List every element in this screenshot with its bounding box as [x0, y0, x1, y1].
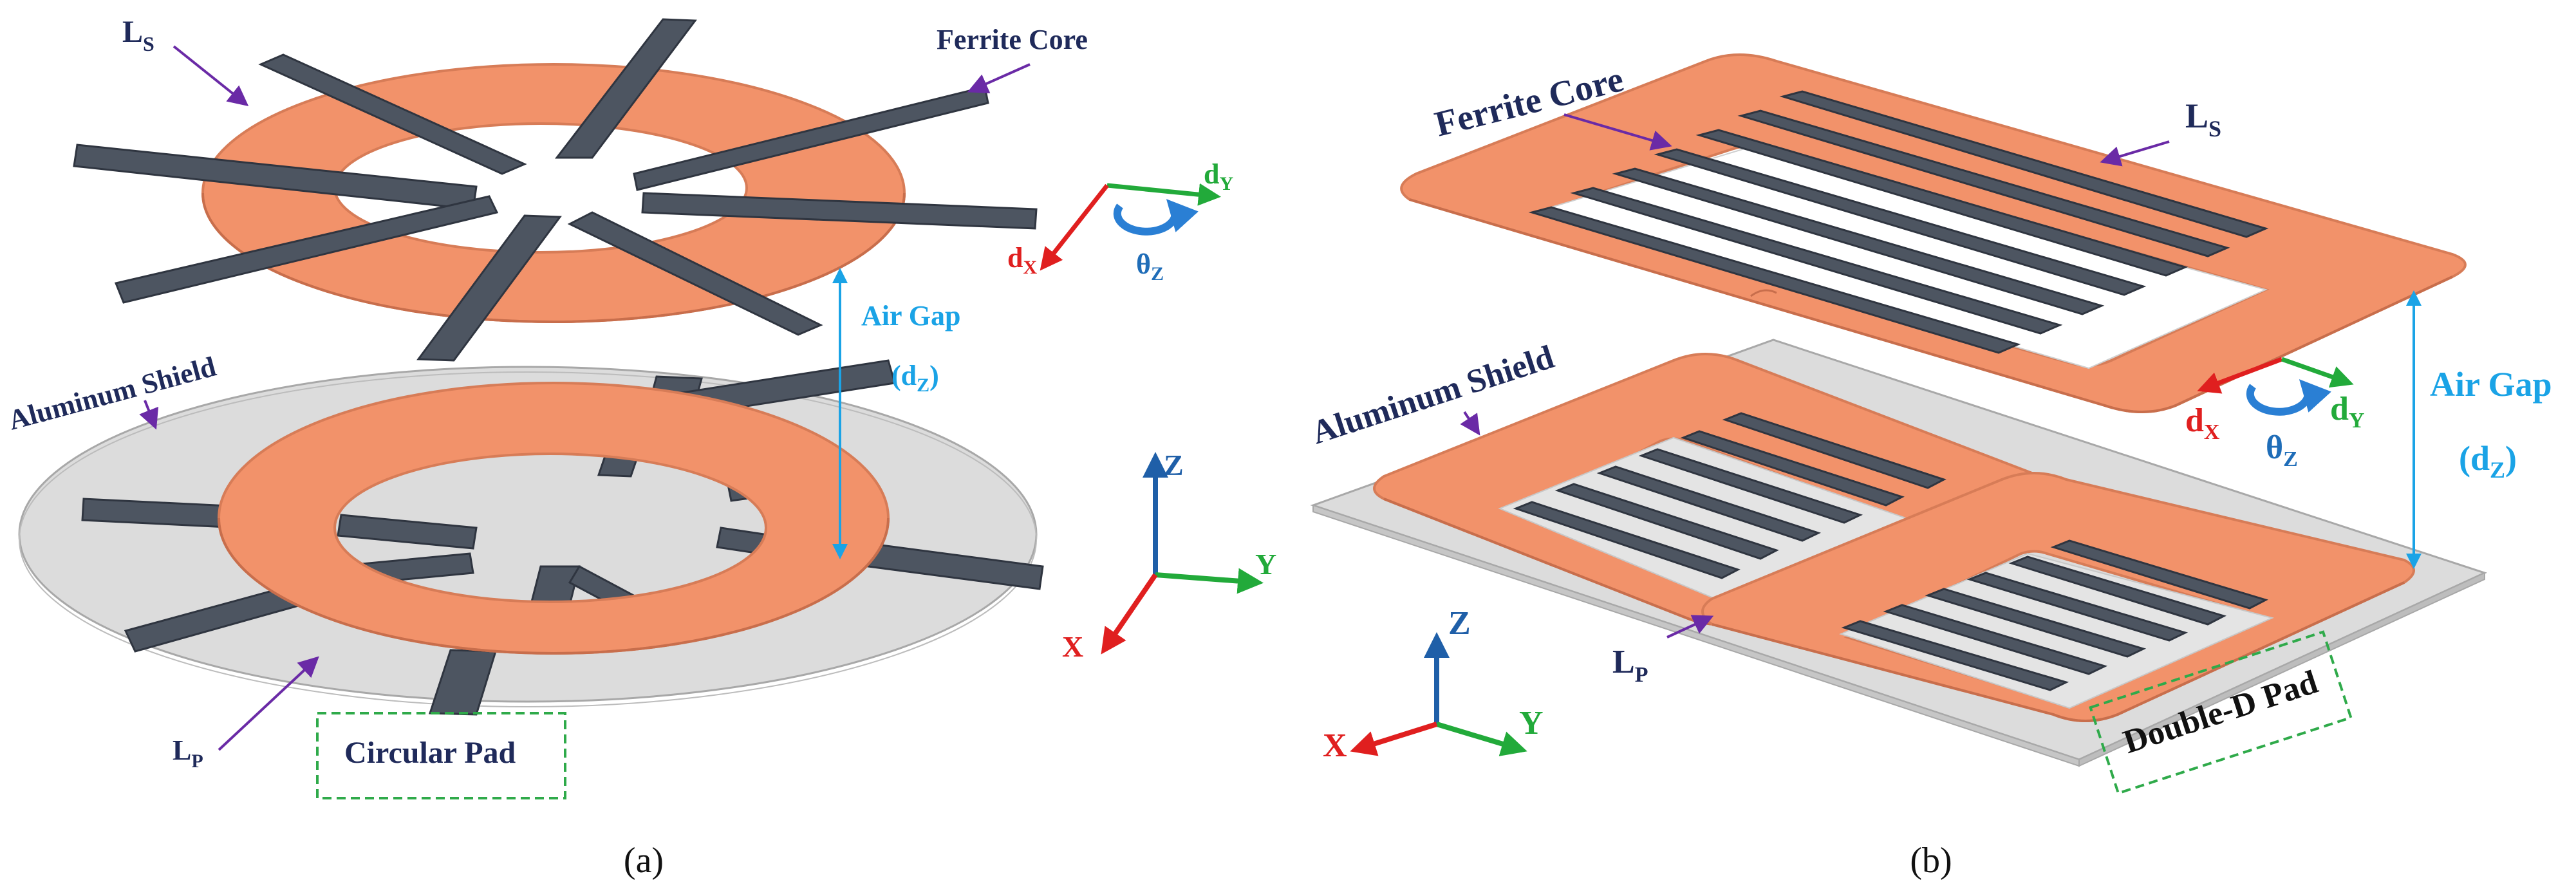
ferrite-bar [1638, 448, 1863, 524]
circular-pad-label: Circular Pad [344, 736, 516, 770]
dx-arrow-a [1040, 183, 1109, 271]
ferrite-bar [1596, 465, 1822, 542]
ferrite-bar [258, 53, 527, 175]
ls-label-a: LS [122, 15, 154, 55]
ferrite-bar [1966, 572, 2189, 642]
lp-label-a: LP [173, 734, 203, 772]
dx-label-a: dX [1007, 242, 1037, 278]
ferrite-bar [1554, 483, 1779, 560]
y-axis-b [1435, 722, 1527, 756]
primary-ferrite-bars-left [1513, 412, 1946, 579]
theta-label-a: θZ [1136, 248, 1164, 285]
ferrite-bar [1612, 167, 2105, 315]
ferrite-pointer-b [1563, 113, 1672, 151]
caption-b: (b) [1910, 841, 1952, 881]
ferrite-core-label-a: Ferrite Core [937, 24, 1088, 55]
ferrite-bar [1570, 187, 2063, 335]
caption-a: (a) [624, 841, 664, 881]
panel-b: Double-D Pad Ferrite Core LS Aluminum Sh… [1307, 53, 2552, 881]
dx-arrow-b [2197, 357, 2283, 394]
rotation-icon-a [1113, 199, 1199, 236]
lp-pointer-b [1666, 615, 1714, 639]
x-axis-b [1350, 722, 1438, 756]
dy-label-a: dY [1204, 158, 1233, 194]
ferrite-bar [554, 18, 697, 159]
ls-label-b: LS [2185, 97, 2221, 142]
z-axis-label-a: Z [1164, 449, 1184, 481]
ferrite-bar [1654, 148, 2147, 296]
ferrite-pointer-a [967, 63, 1031, 93]
x-axis-label-a: X [1062, 630, 1083, 663]
air-gap-label-b: Air Gap [2430, 365, 2552, 404]
ferrite-bar [1528, 206, 2021, 354]
ferrite-bar [2008, 555, 2226, 626]
dy-arrow-a [1106, 183, 1221, 206]
ferrite-bar [114, 195, 499, 304]
ls-pointer-a [173, 45, 249, 106]
ferrite-bar [416, 214, 562, 362]
ferrite-bar [1695, 129, 2189, 277]
panel-a: LS Ferrite Core dY dX θZ Air Gap (dZ) Al… [5, 15, 1276, 881]
dy-arrow-b [2281, 357, 2354, 388]
secondary-coil-ring [201, 63, 906, 323]
ferrite-bar [633, 86, 989, 191]
theta-label-b: θZ [2266, 429, 2298, 471]
lp-pointer-a [218, 656, 319, 751]
dz-label-b: (dZ) [2459, 439, 2517, 483]
ferrite-bar [1513, 501, 1741, 579]
circular-pad-box [316, 712, 566, 799]
z-axis-label-b: Z [1448, 605, 1471, 642]
ferrite-bar [1779, 90, 2269, 238]
ferrite-bar [1722, 412, 1946, 489]
ferrite-bar [641, 192, 1038, 230]
shield-pointer-b [1460, 411, 1480, 436]
y-axis-a [1155, 568, 1264, 594]
air-gap-label-a: Air Gap [861, 300, 960, 331]
secondary-ferrite-bars [73, 18, 1038, 362]
dx-label-b: dX [2185, 402, 2220, 444]
ferrite-bar [1925, 588, 2147, 658]
y-axis-label-a: Y [1255, 548, 1276, 581]
ferrite-bar [1841, 620, 2069, 691]
ferrite-bar [567, 211, 823, 336]
ls-pointer-b [2100, 140, 2170, 167]
lp-label-b: LP [1612, 644, 1648, 687]
dz-label-a: (dZ) [891, 360, 939, 396]
ferrite-bar [1883, 604, 2108, 675]
rotation-icon-b [2246, 379, 2331, 416]
shield-pointer-a [139, 400, 159, 430]
ferrite-bar [1680, 430, 1905, 507]
ferrite-bar [337, 514, 478, 550]
x-axis-a [1101, 573, 1158, 655]
dy-label-b: dY [2330, 391, 2364, 433]
primary-ferrite-bars-right [1841, 539, 2268, 691]
ferrite-bar [1737, 109, 2230, 257]
y-axis-label-b: Y [1519, 705, 1544, 742]
secondary-ferrite-bars [1528, 90, 2269, 354]
ferrite-bar [2050, 539, 2268, 610]
x-axis-label-b: X [1323, 727, 1347, 764]
